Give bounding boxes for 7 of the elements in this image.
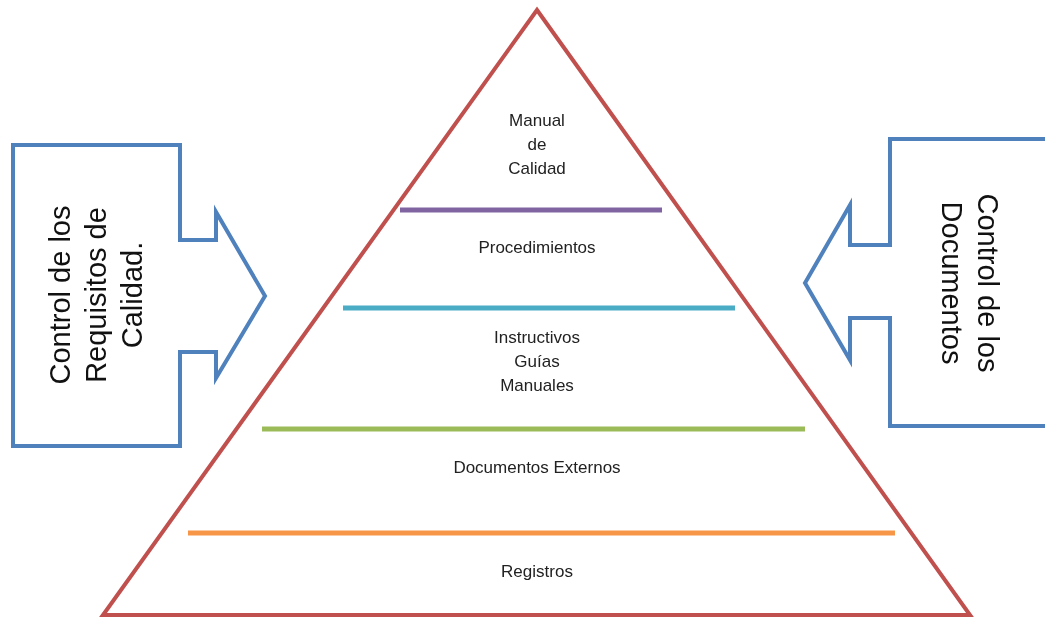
pyramid-level-label: Documentos Externos bbox=[453, 457, 621, 479]
pyramid-level-label: Instructivos Guías Manuales bbox=[493, 327, 581, 397]
callout-text: Control de los Documentos bbox=[935, 192, 1005, 375]
callout-text: Control de los Requisitos de Calidad. bbox=[43, 204, 149, 387]
pyramid-level-label: Registros bbox=[501, 561, 573, 583]
pyramid-level-label: Procedimientos bbox=[478, 237, 596, 259]
pyramid-level-label: Manual de Calidad bbox=[507, 110, 567, 180]
